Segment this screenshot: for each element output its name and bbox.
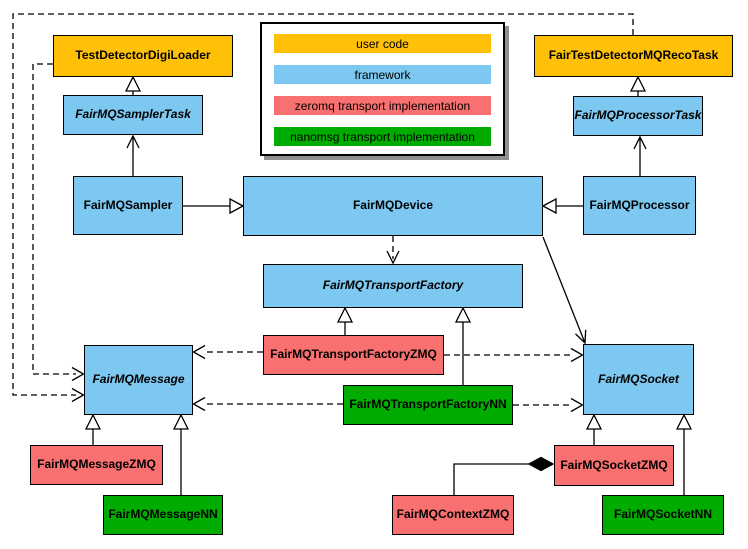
edge-factoryzmq-factory-inheritance bbox=[336, 306, 354, 335]
edge-processortask-recotask-inheritance bbox=[629, 75, 647, 96]
edge-factoryzmq-socket-dependency bbox=[444, 347, 584, 363]
edge-factorynn-socket-dependency bbox=[513, 397, 584, 413]
edge-digiloader-message-dependency bbox=[32, 63, 85, 382]
edge-device-transportfactory-dependency bbox=[386, 236, 400, 265]
node-FairTestDetectorMQRecoTask: FairTestDetectorMQRecoTask bbox=[534, 35, 733, 77]
edge-samplertask-digiloader-inheritance bbox=[124, 75, 142, 95]
legend-item-zeromq: zeromq transport implementation bbox=[274, 96, 491, 115]
node-FairMQSocketNN: FairMQSocketNN bbox=[602, 495, 724, 535]
node-FairMQTransportFactoryNN: FairMQTransportFactoryNN bbox=[343, 385, 513, 425]
edge-messagenn-message-inheritance bbox=[172, 413, 190, 495]
node-FairMQTransportFactoryZMQ: FairMQTransportFactoryZMQ bbox=[263, 335, 444, 375]
edge-factorynn-factory-inheritance bbox=[454, 306, 472, 385]
edge-factoryzmq-message-dependency bbox=[192, 344, 263, 360]
node-FairMQMessage: FairMQMessage bbox=[84, 345, 193, 415]
edge-socketzmq-socket-inheritance bbox=[585, 413, 603, 445]
node-FairMQContextZMQ: FairMQContextZMQ bbox=[392, 495, 514, 535]
edge-socketnn-socket-inheritance bbox=[675, 413, 693, 495]
node-FairMQSampler: FairMQSampler bbox=[73, 176, 183, 235]
edge-processor-device-inheritance bbox=[541, 197, 583, 215]
edge-factorynn-message-dependency bbox=[192, 396, 343, 412]
node-FairMQProcessor: FairMQProcessor bbox=[583, 176, 696, 235]
node-FairMQMessageNN: FairMQMessageNN bbox=[103, 495, 223, 535]
edge-processor-processortask-association bbox=[633, 135, 647, 176]
edge-messagezmq-message-inheritance bbox=[84, 413, 102, 445]
edge-device-socket-association bbox=[542, 236, 587, 345]
node-FairMQMessageZMQ: FairMQMessageZMQ bbox=[30, 445, 163, 485]
edge-sampler-samplertask-association bbox=[126, 134, 140, 176]
node-FairMQSocketZMQ: FairMQSocketZMQ bbox=[554, 445, 674, 486]
node-FairMQTransportFactory: FairMQTransportFactory bbox=[263, 264, 523, 308]
edge-recotask-message-dependency bbox=[12, 13, 634, 403]
node-FairMQProcessorTask: FairMQProcessorTask bbox=[573, 96, 703, 136]
legend-item-nanomsg: nanomsg transport implementation bbox=[274, 127, 491, 146]
node-FairMQDevice: FairMQDevice bbox=[243, 176, 543, 236]
node-FairMQSocket: FairMQSocket bbox=[583, 344, 694, 415]
legend: user code framework zeromq transport imp… bbox=[260, 22, 505, 156]
edge-sampler-device-inheritance bbox=[183, 197, 245, 215]
legend-item-user-code: user code bbox=[274, 34, 491, 53]
node-FairMQSamplerTask: FairMQSamplerTask bbox=[63, 95, 203, 135]
edge-contextzmq-socketzmq-composition bbox=[453, 456, 555, 495]
node-TestDetectorDigiLoader: TestDetectorDigiLoader bbox=[53, 35, 233, 77]
legend-item-framework: framework bbox=[274, 65, 491, 84]
